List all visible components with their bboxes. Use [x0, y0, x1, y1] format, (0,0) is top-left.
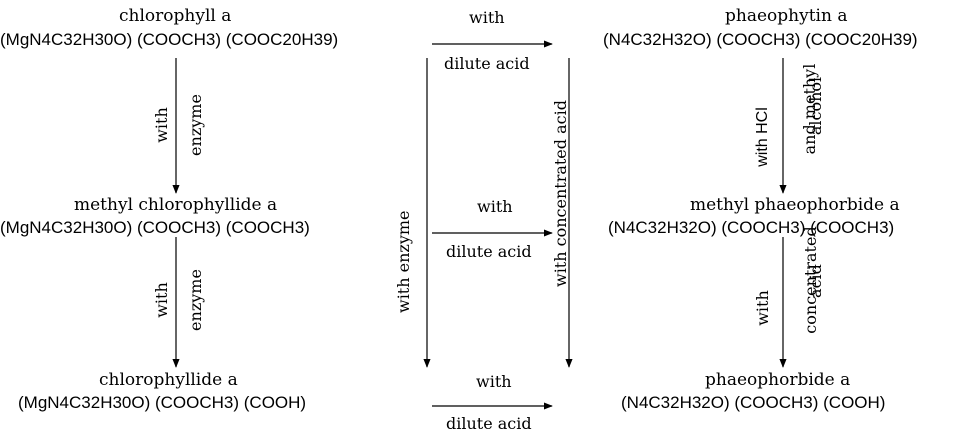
compound-formula-methyl-phaeophorbide-a: (N4C32H32O) (COOCH3) (COOCH3) — [608, 218, 895, 237]
label-dilute-acid-top: dilute acid — [444, 54, 530, 73]
compound-name-chlorophyll-a: chlorophyll a — [119, 6, 232, 26]
label-alcohol: alcohol — [806, 76, 825, 136]
label-with-top: with — [469, 8, 505, 27]
compound-formula-methyl-chlorophyllide-a: (MgN4C32H30O) (COOCH3) (COOCH3) — [0, 218, 310, 237]
label-with-middle: with — [477, 197, 513, 216]
compound-formula-phaeophorbide-a: (N4C32H32O) (COOCH3) (COOH) — [621, 393, 886, 412]
label-with-left-upper: with — [152, 107, 171, 143]
label-enzyme-left-lower: enzyme — [186, 269, 205, 331]
label-acid-right: acid — [806, 264, 825, 298]
label-with-bottom: with — [476, 372, 512, 391]
label-with-concentrated-acid: with concentrated acid — [551, 100, 570, 287]
label-with-enzyme: with enzyme — [394, 210, 413, 313]
compound-name-phaeophytin-a: phaeophytin a — [725, 6, 848, 26]
label-dilute-acid-middle: dilute acid — [446, 242, 532, 261]
compound-name-methyl-chlorophyllide-a: methyl chlorophyllide a — [74, 195, 278, 215]
compound-formula-chlorophyll-a: (MgN4C32H30O) (COOCH3) (COOC20H39) — [0, 30, 339, 49]
compound-name-methyl-phaeophorbide-a: methyl phaeophorbide a — [690, 195, 900, 215]
compound-name-phaeophorbide-a: phaeophorbide a — [705, 370, 851, 390]
compound-formula-chlorophyllide-a: (MgN4C32H30O) (COOCH3) (COOH) — [18, 393, 307, 412]
label-enzyme-left-upper: enzyme — [186, 94, 205, 156]
label-with-left-lower: with — [152, 282, 171, 318]
label-dilute-acid-bottom: dilute acid — [446, 414, 532, 433]
compound-formula-phaeophytin-a: (N4C32H32O) (COOCH3) (COOC20H39) — [603, 30, 918, 49]
label-with-hcl: with HCl — [754, 107, 771, 167]
label-with-right-lower: with — [753, 290, 772, 326]
compound-name-chlorophyllide-a: chlorophyllide a — [99, 370, 238, 390]
